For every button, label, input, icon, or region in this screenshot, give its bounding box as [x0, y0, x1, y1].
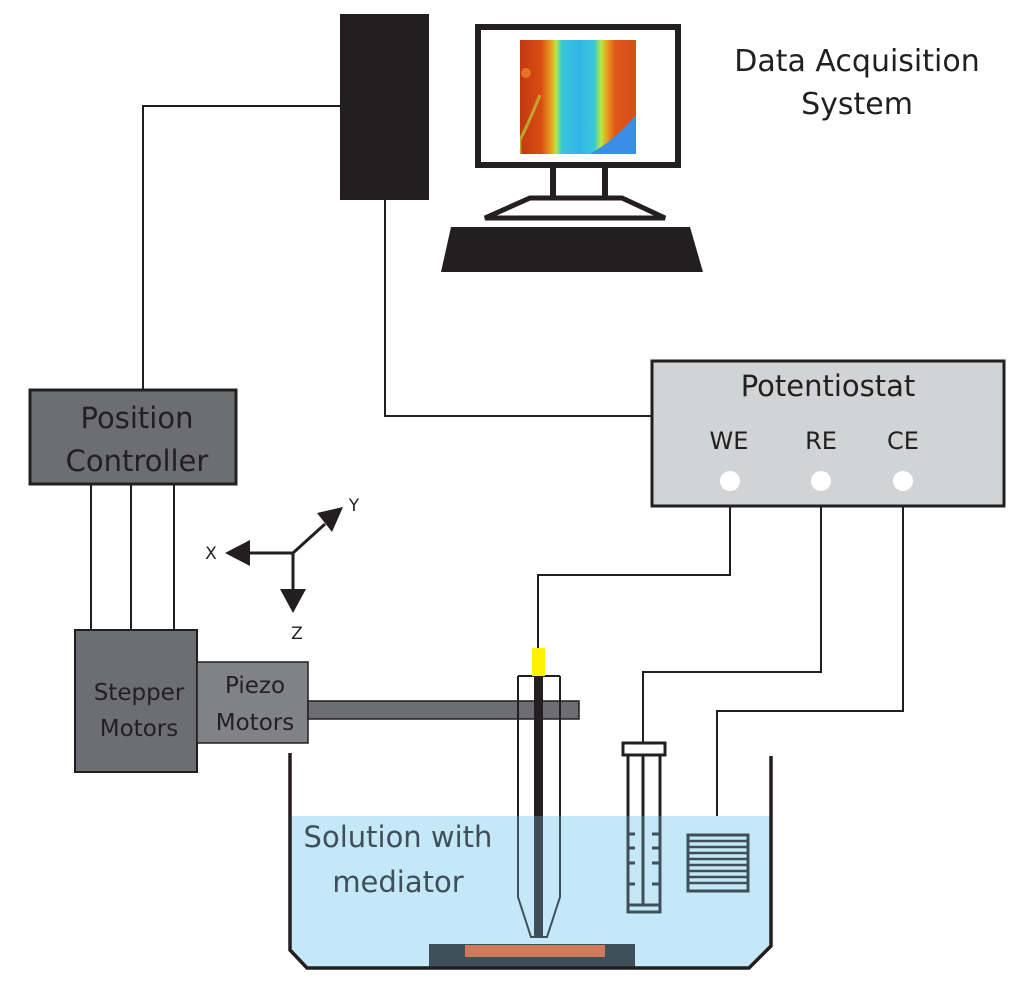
axis-y-label: Y	[348, 496, 360, 516]
solution-label-line2: mediator	[332, 865, 463, 899]
daq-label-line1: Data Acquisition	[734, 44, 979, 79]
piezo-motors-label-line2: Motors	[216, 710, 294, 736]
substrate	[429, 944, 635, 968]
potentiostat: Potentiostat WE RE CE	[650, 359, 1006, 508]
potentiostat-label: Potentiostat	[741, 369, 916, 403]
piezo-motors-label-line1: Piezo	[225, 673, 285, 699]
reference-electrode	[621, 741, 667, 914]
piezo-motors: Piezo Motors	[196, 661, 309, 744]
wire-controller-to-daq	[142, 105, 340, 390]
stepper-motors: Stepper Motors	[74, 629, 198, 773]
working-electrode-probe	[517, 648, 561, 938]
terminal-re-port	[811, 471, 831, 491]
stepper-motors-label-line2: Motors	[100, 716, 178, 742]
terminal-re-label: RE	[805, 427, 837, 455]
counter-electrode	[686, 833, 750, 893]
terminal-we-label: WE	[710, 427, 749, 455]
computer-monitor-icon	[441, 24, 703, 272]
probe-tip-connector	[532, 648, 545, 676]
terminal-ce-port	[893, 471, 913, 491]
axis-z-label: Z	[291, 624, 303, 644]
wire-daq-to-potentiostat	[384, 198, 653, 417]
wire-we	[537, 482, 731, 650]
wires	[90, 105, 904, 834]
solution-label-line1: Solution with	[304, 820, 493, 854]
axis-x-label: X	[205, 544, 217, 564]
scan-image	[520, 40, 636, 154]
wire-re	[642, 482, 822, 743]
wire-ce	[716, 482, 904, 834]
position-controller-label-line1: Position	[81, 401, 194, 435]
probe-holder-arm	[307, 700, 580, 720]
position-controller-label-line2: Controller	[66, 444, 209, 478]
terminal-we-port	[720, 471, 740, 491]
daq-tower	[340, 14, 429, 200]
xyz-axes-icon	[225, 507, 343, 613]
daq-label-line2: System	[801, 87, 913, 122]
beaker	[288, 753, 773, 970]
terminal-ce-label: CE	[887, 427, 919, 455]
solution-fill	[290, 816, 771, 967]
stepper-motors-label-line1: Stepper	[94, 680, 185, 706]
position-controller: Position Controller	[28, 388, 238, 486]
